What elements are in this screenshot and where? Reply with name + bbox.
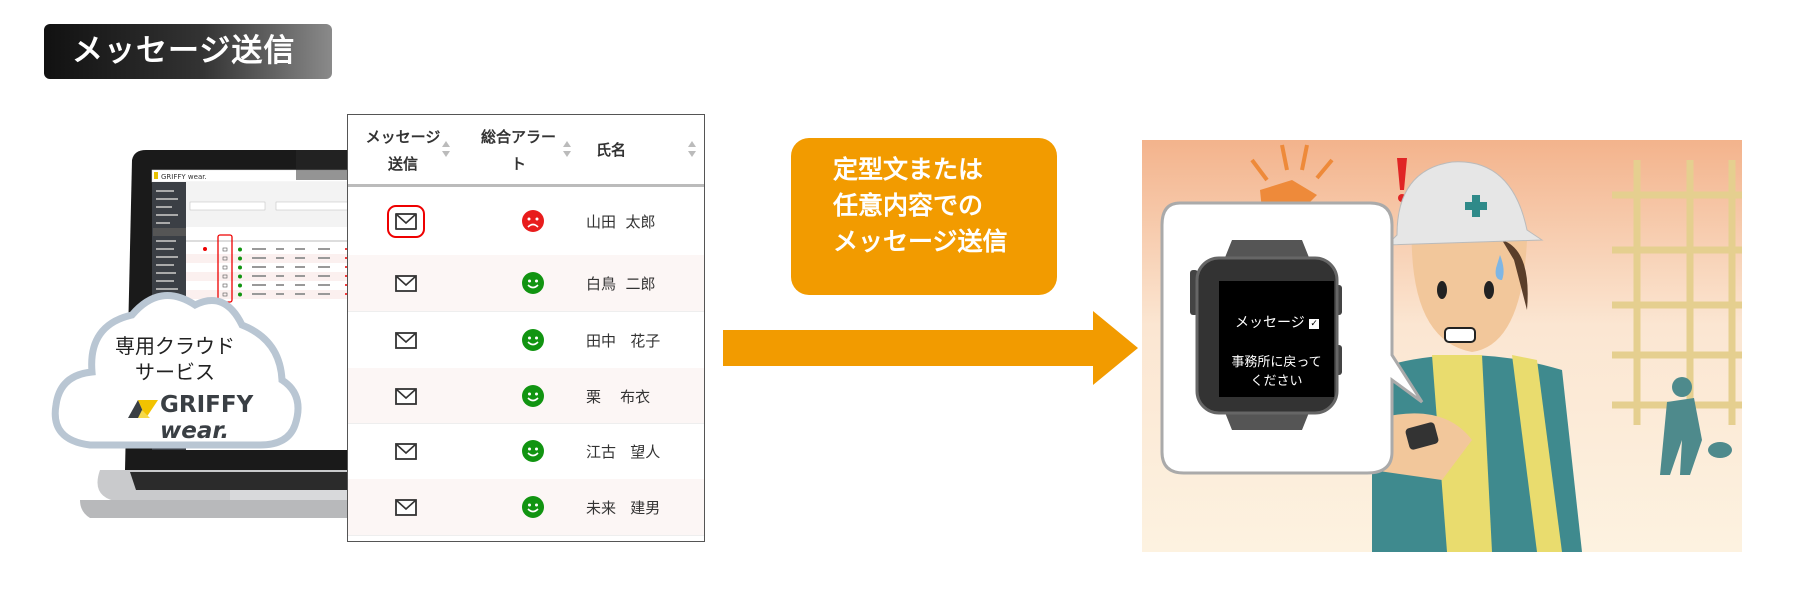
column-header-alert[interactable]: 総合アラー ト — [458, 115, 579, 184]
cloud-service-badge: 専用クラウド サービス GRIFFY wear. — [50, 280, 310, 455]
svg-text:GRIFFY wear.: GRIFFY wear. — [161, 173, 207, 181]
member-name: 未来 建男 — [586, 499, 661, 517]
table-header: メッセージ 送信 総合アラー ト 氏名 — [348, 115, 704, 187]
table-row: 田中 花子 — [348, 311, 704, 369]
table-row: 江古 望人 — [348, 423, 704, 480]
sort-icon[interactable] — [563, 141, 571, 157]
watch-header: メッセージ ✓ — [1235, 315, 1320, 331]
table-row: 山田 太郎 — [348, 186, 704, 256]
send-message-button[interactable] — [395, 443, 417, 460]
member-name: 田中 花子 — [586, 331, 661, 350]
watch-message: 事務所に戻って ください — [1231, 355, 1322, 389]
column-header-message[interactable]: メッセージ 送信 — [348, 115, 458, 184]
send-message-button[interactable] — [395, 387, 417, 405]
cloud-line2: サービス — [135, 360, 215, 384]
griffy-logo-text: GRIFFY wear. — [160, 392, 254, 444]
send-message-button[interactable] — [395, 275, 417, 292]
arrow-right-icon — [723, 311, 1138, 385]
alert-smile-face-icon — [522, 496, 544, 518]
alert-smile-face-icon — [522, 440, 544, 462]
cloud-shape — [51, 292, 302, 449]
send-message-button[interactable] — [395, 499, 417, 516]
send-message-button[interactable] — [387, 204, 425, 238]
alert-smile-face-icon — [522, 384, 544, 407]
worker-illustration: メッセージ ✓ 事務所に戻って ください — [1142, 140, 1742, 552]
table-row: 白鳥 二郎 — [348, 255, 704, 312]
page-title: メッセージ送信 — [44, 24, 332, 79]
griffy-logo-icon — [128, 400, 158, 418]
alert-sad-face-icon — [522, 209, 544, 232]
sort-icon[interactable] — [688, 141, 696, 157]
column-header-name[interactable]: 氏名 — [579, 115, 704, 184]
alert-smile-face-icon — [522, 328, 544, 351]
table-row: 未来 建男 — [348, 479, 704, 536]
member-name: 栗 布衣 — [586, 387, 651, 406]
member-name: 江古 望人 — [586, 443, 661, 461]
alert-smile-face-icon — [522, 272, 544, 294]
send-message-button[interactable] — [395, 331, 417, 349]
member-table: メッセージ 送信 総合アラー ト 氏名 山田 太郎白鳥 二郎田中 花子栗 布衣江… — [347, 114, 705, 542]
cloud-line1: 専用クラウド — [115, 334, 235, 358]
member-name: 白鳥 二郎 — [586, 275, 656, 293]
table-row: 栗 布衣 — [348, 368, 704, 424]
member-name: 山田 太郎 — [586, 212, 656, 231]
sort-icon[interactable] — [442, 141, 450, 157]
check-icon: ✓ — [1309, 319, 1320, 329]
feature-callout: 定型文または 任意内容での メッセージ送信 — [791, 138, 1057, 295]
